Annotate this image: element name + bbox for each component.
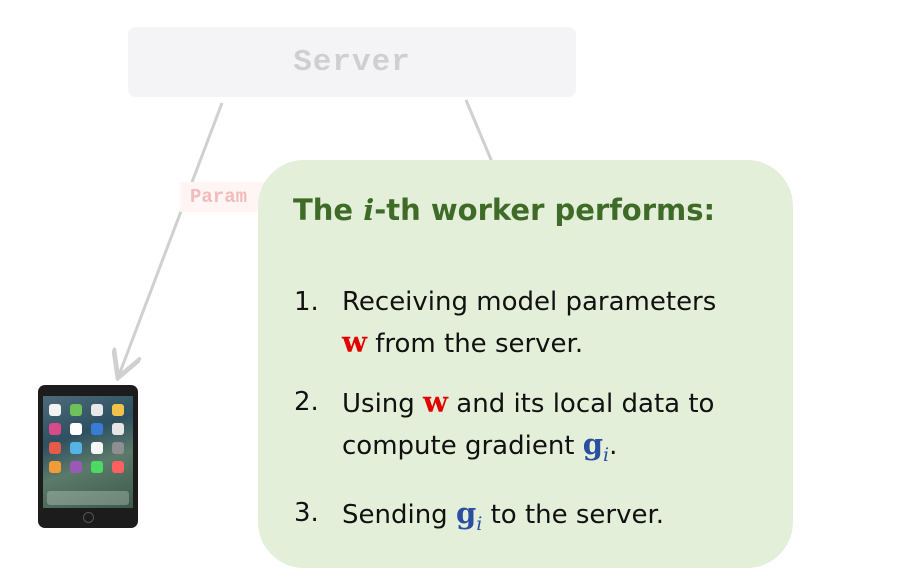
step-2: 2. Using w and its local data to compute… [294,385,715,466]
worker-steps-card: The i-th worker performs: 1. Receiving m… [258,160,793,568]
tablet-device [38,385,138,528]
server-box: Server [128,27,576,97]
parameter-edge-label: Param [180,182,270,212]
step-1: 1. Receiving model parameters w from the… [294,287,717,359]
server-label: Server [293,44,411,80]
download-arrow [119,102,224,375]
upload-line [464,99,494,163]
steps-list: 1. Receiving model parameters w from the… [294,282,784,562]
step-3: 3. Sending gi to the server. [294,495,665,535]
tablet-screen [43,396,133,508]
card-title: The i-th worker performs: [293,193,716,227]
